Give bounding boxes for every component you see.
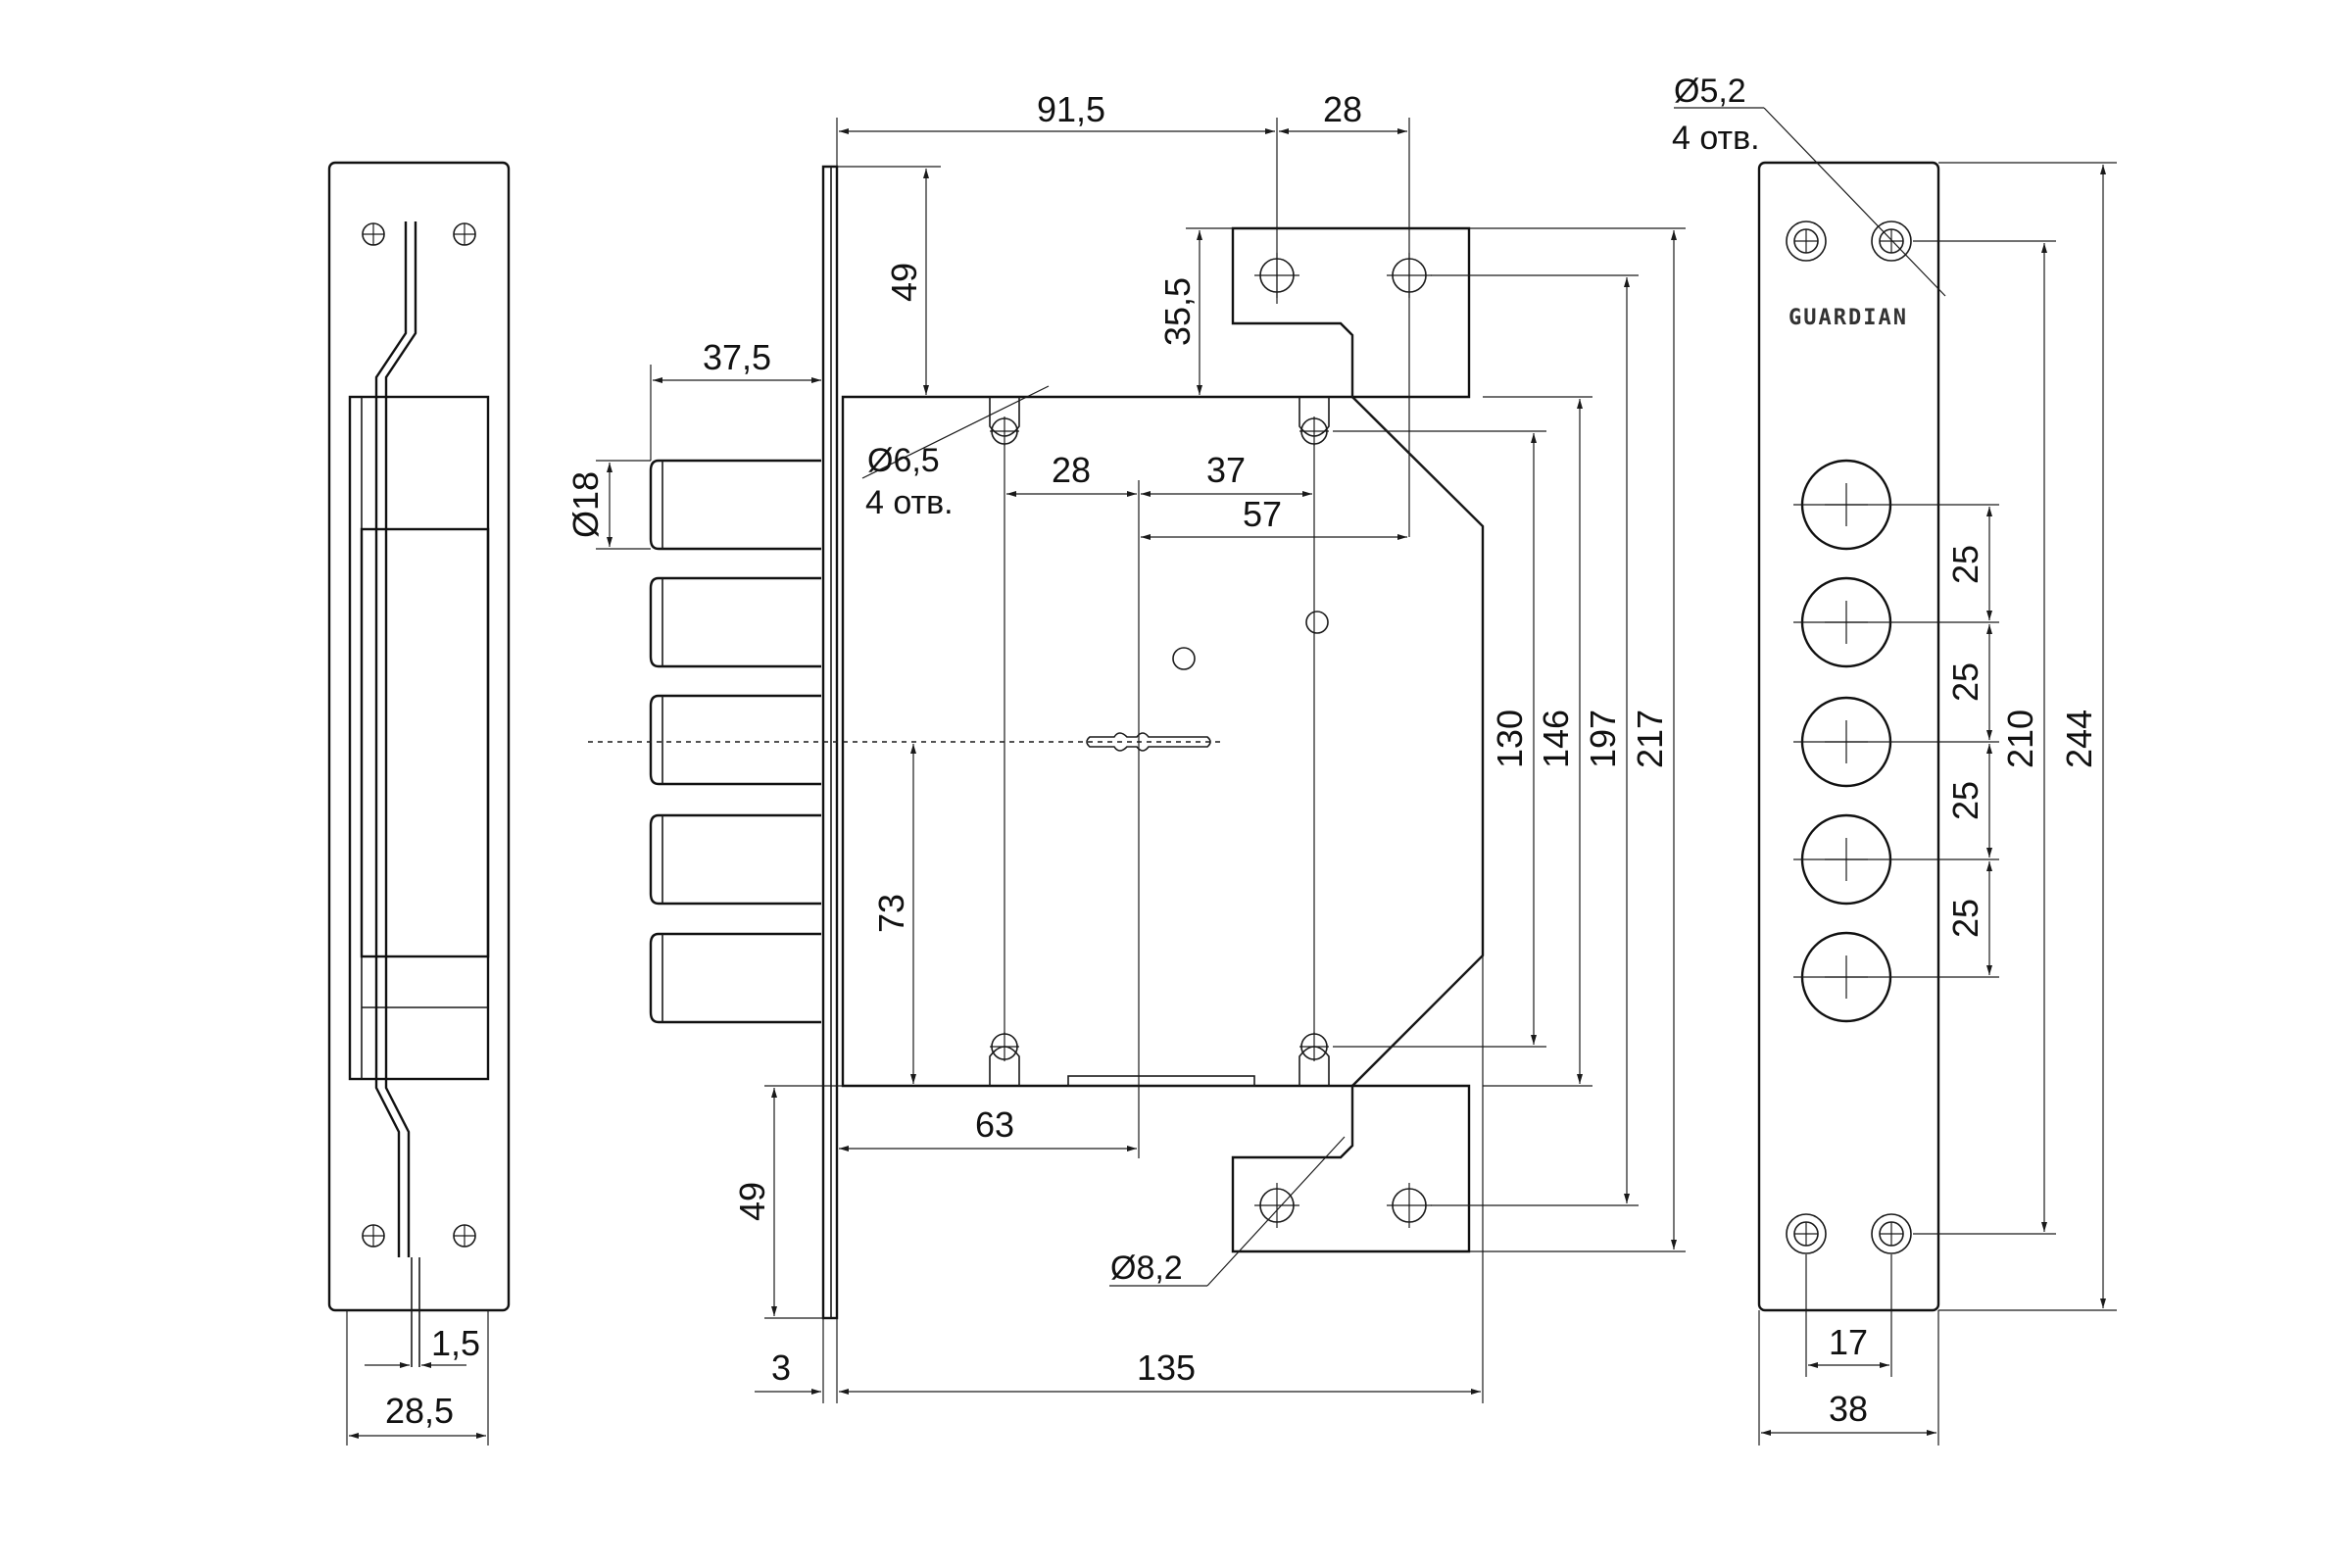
side-spring-strip (374, 221, 408, 1257)
hole-leader (861, 385, 1050, 479)
front-view: GUARDIAN (1672, 73, 2117, 1446)
note-front-hole: Ø5,2 (1674, 73, 1746, 110)
dim-bolt-pitch: 25 (1945, 781, 1985, 820)
dim-front-height: 244 (2059, 710, 2099, 768)
side-screw-icon (362, 1224, 385, 1248)
dim-backset: 57 (1243, 494, 1282, 534)
bolt-3 (649, 694, 821, 786)
front-screw-icon (1786, 1213, 1827, 1254)
dim-bolt-pitch: 25 (1945, 899, 1985, 938)
bolts (649, 459, 821, 1024)
note-hole-diameter: Ø6,5 (867, 442, 940, 479)
bracket-hole-leader (1206, 1136, 1346, 1287)
dim-case-height-146: 146 (1536, 710, 1576, 768)
dim-top-hole-spacing: 28 (1323, 89, 1362, 129)
case-slot (1067, 1075, 1255, 1087)
pin-hole (1305, 611, 1329, 634)
main-view: 91,5 28 49 35,5 37,5 Ø18 Ø6,5 4 отв. 28 … (565, 89, 1686, 1403)
dim-bolt-pitch: 25 (1945, 662, 1985, 702)
dim-front-hole-span: 210 (2000, 710, 2040, 768)
case-hole-icon (989, 1032, 1020, 1086)
dim-top-width: 91,5 (1037, 89, 1105, 129)
keyhole-icon (1086, 732, 1211, 752)
dim-bracket-span-197: 197 (1583, 710, 1623, 768)
dim-bolt-throw: 37,5 (703, 337, 771, 377)
side-faceplate (327, 161, 511, 1312)
side-screw-icon (453, 222, 476, 246)
front-screw-icon (1786, 220, 1827, 262)
front-hole-leader (1763, 107, 1946, 297)
case-hole-icon (989, 397, 1020, 446)
bolt-2 (649, 576, 821, 668)
case-hole-icon (1298, 1032, 1330, 1086)
bracket-hole-icon (1387, 1183, 1432, 1228)
case-hole-icon (1298, 397, 1330, 446)
side-screw-icon (453, 1224, 476, 1248)
dim-keyhole-backset: 63 (975, 1104, 1014, 1145)
side-inner-case (360, 527, 490, 958)
dim-total-span-217: 217 (1630, 710, 1670, 768)
side-screw-icon (362, 222, 385, 246)
note-front-hole-count: 4 отв. (1672, 120, 1760, 157)
dim-lower-offset: 49 (732, 1182, 772, 1221)
dim-case-spacing-right: 37 (1206, 450, 1246, 490)
dim-bolt-diameter: Ø18 (565, 471, 606, 538)
note-hole-count: 4 отв. (865, 484, 954, 521)
bottom-bracket (1231, 1084, 1471, 1253)
spindle-hole (1172, 647, 1196, 670)
dim-case-spacing-left: 28 (1052, 450, 1091, 490)
side-view: 28,5 1,5 (327, 161, 511, 1446)
dim-case-depth: 135 (1137, 1348, 1196, 1388)
top-bracket (1231, 226, 1471, 399)
dim-keyhole-height: 73 (871, 894, 911, 933)
note-bracket-hole: Ø8,2 (1110, 1250, 1183, 1287)
dim-bolt-pitch: 25 (1945, 545, 1985, 584)
dim-strike-offset: 1,5 (431, 1323, 480, 1363)
dim-upper-offset: 49 (884, 263, 924, 302)
front-faceplate (1757, 161, 1940, 1312)
dim-bracket-height: 35,5 (1157, 277, 1198, 346)
front-screw-icon (1871, 1213, 1912, 1254)
dim-faceplate-thickness: 3 (771, 1348, 791, 1388)
dim-side-width: 28,5 (385, 1391, 454, 1431)
bracket-hole-icon (1254, 1183, 1299, 1228)
brand-logo: GUARDIAN (1788, 306, 1908, 330)
dim-case-height-130: 130 (1490, 710, 1530, 768)
dim-front-width: 38 (1829, 1389, 1868, 1429)
bolt-5 (649, 932, 821, 1024)
dim-front-hole-spacing: 17 (1829, 1322, 1868, 1362)
bolt-1 (649, 459, 821, 551)
front-screw-icon (1871, 220, 1912, 262)
bolt-4 (649, 813, 821, 906)
